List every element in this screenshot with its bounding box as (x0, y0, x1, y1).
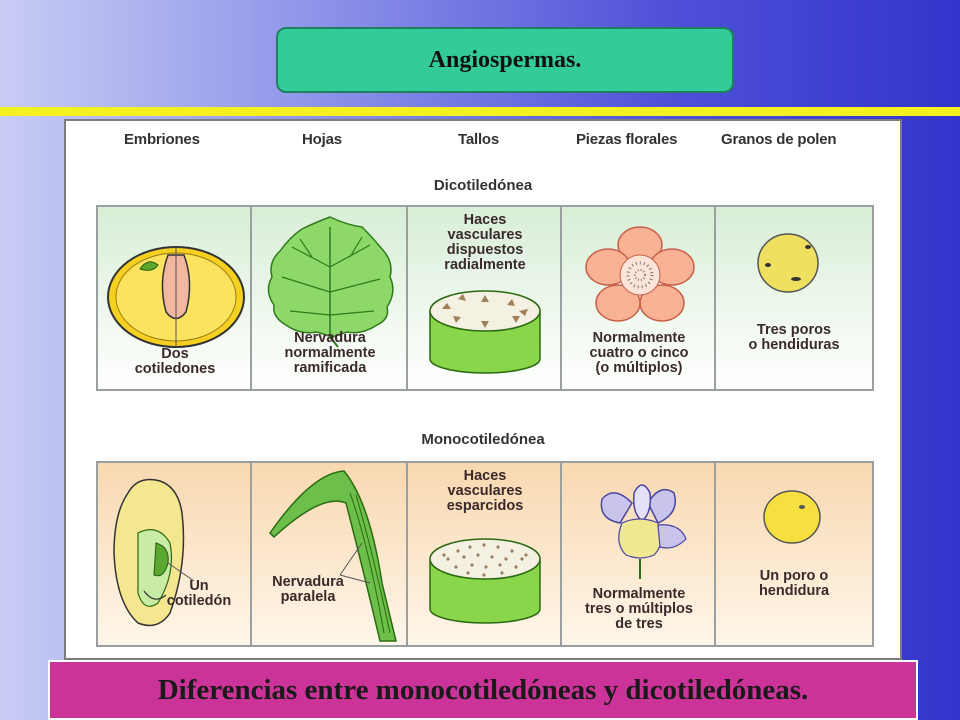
dicot-stem-cell: Haces vasculares dispuestos radialmente (408, 207, 562, 389)
monocot-pollen-label: Un poro o hendidura (758, 568, 830, 599)
dicot-stem-label: Haces vasculares dispuestos radialmente (444, 212, 526, 273)
dicot-flower-label: Normalmente cuatro o cinco (o múltiplos) (589, 330, 689, 376)
monocot-flower-label: Normalmente tres o múltiplos de tres (585, 586, 693, 632)
dicot-pollen-label: Tres poros o hendiduras (748, 322, 840, 353)
column-head-piezas-florales: Piezas florales (576, 131, 678, 148)
comparison-figure: Embriones Hojas Tallos Piezas florales G… (64, 119, 902, 660)
monocot-pollen-illustration (763, 490, 821, 544)
dicot-stem-illustration (429, 290, 541, 374)
monocot-leaf-illustration (269, 470, 397, 642)
dicot-flower-illustration (585, 226, 695, 322)
dicot-leaf-label: Nervadura normalmente ramificada (284, 330, 376, 376)
monocot-flower-illustration (600, 484, 687, 579)
column-head-granos-de-polen: Granos de polen (721, 131, 837, 148)
dicot-embryo-cell: Dos cotiledones (98, 207, 252, 389)
monocot-stem-illustration (429, 538, 541, 624)
dicot-embryo-illustration (107, 246, 245, 348)
dicot-leaf-cell: Nervadura normalmente ramificada (252, 207, 408, 389)
dicot-panel: Dos cotiledones Nervadura normalmente ra… (96, 205, 874, 391)
monocot-flower-cell: Normalmente tres o múltiplos de tres (562, 463, 716, 645)
column-head-hojas: Hojas (302, 131, 342, 148)
monocot-leaf-label: Nervadura paralela (272, 574, 344, 605)
monocot-embryo-cell: Un cotiledón (98, 463, 252, 645)
dicot-pollen-cell: Tres poros o hendiduras (716, 207, 872, 389)
monocot-stem-cell: Haces vasculares esparcidos (408, 463, 562, 645)
monocot-embryo-label: Un cotiledón (166, 578, 232, 609)
dicot-embryo-label: Dos cotiledones (134, 346, 216, 377)
yellow-divider (0, 107, 960, 116)
page-title: Angiospermas. (276, 27, 734, 93)
monocot-stem-label: Haces vasculares esparcidos (446, 468, 524, 514)
dicot-flower-cell: Normalmente cuatro o cinco (o múltiplos) (562, 207, 716, 389)
monocot-leaf-cell: Nervadura paralela (252, 463, 408, 645)
figure-caption: Diferencias entre monocotiledóneas y dic… (48, 660, 918, 720)
monocot-pollen-cell: Un poro o hendidura (716, 463, 872, 645)
monocot-panel: Un cotiledón Nervadura paralela Haces va… (96, 461, 874, 647)
dicot-leaf-illustration (267, 216, 394, 348)
column-head-tallos: Tallos (458, 131, 500, 148)
monocot-embryo-illustration (113, 478, 195, 627)
dicot-pollen-illustration (757, 233, 819, 293)
dicot-heading: Dicotiledónea (433, 177, 533, 194)
column-head-embriones: Embriones (124, 131, 200, 148)
monocot-heading: Monocotiledónea (421, 431, 545, 448)
